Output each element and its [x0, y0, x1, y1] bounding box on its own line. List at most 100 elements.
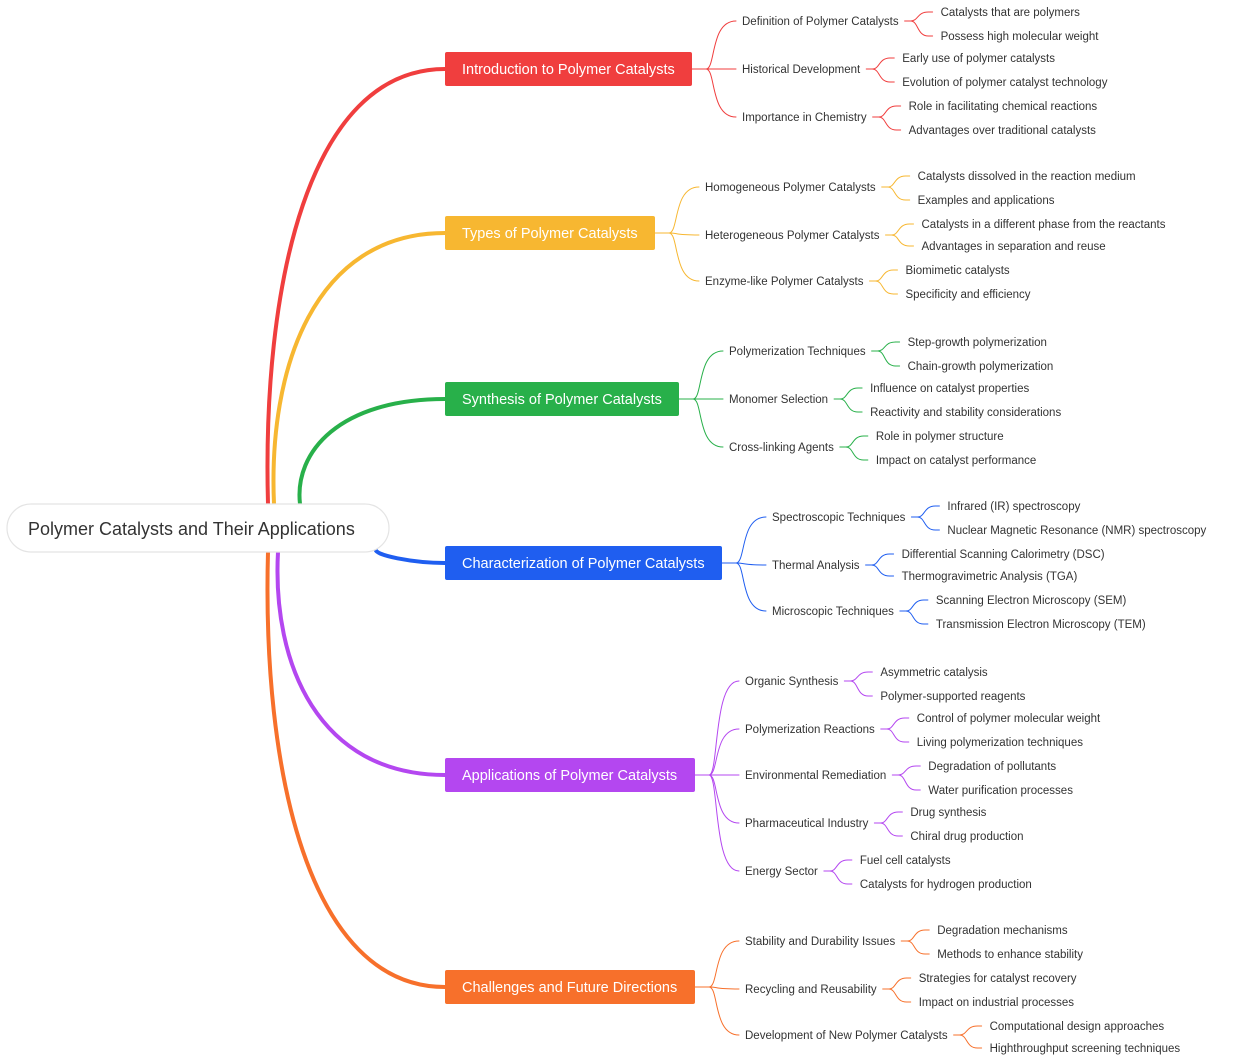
subtopic-polymerization-reactions[interactable]: Polymerization Reactions [745, 724, 875, 736]
branch-types-of-polymer-catalysts-box [445, 216, 655, 250]
connector-pharmaceutical-industry-leaf [879, 811, 899, 824]
leaf-transmission-electron-microscopy-tem[interactable]: Transmission Electron Microscopy (TEM) [936, 619, 1146, 631]
branch-types-of-polymer-catalysts[interactable]: Types of Polymer Catalysts [445, 216, 655, 250]
connector-introduction-to-polymer-catalysts-importance-in-chemistry [705, 68, 737, 118]
subtopic-spectroscopic-techniques[interactable]: Spectroscopic Techniques [772, 512, 906, 524]
leaf-specificity-and-efficiency[interactable]: Specificity and efficiency [905, 289, 1030, 301]
leaf-early-use-of-polymer-catalysts[interactable]: Early use of polymer catalysts [902, 53, 1055, 65]
leaf-asymmetric-catalysis[interactable]: Asymmetric catalysis [880, 667, 988, 679]
leaf-impact-on-industrial-processes[interactable]: Impact on industrial processes [919, 997, 1075, 1009]
leaf-step-growth-polymerization[interactable]: Step-growth polymerization [908, 337, 1047, 349]
connector-monomer-selection-leaf [839, 387, 859, 400]
leaf-evolution-of-polymer-catalyst-technology[interactable]: Evolution of polymer catalyst technology [902, 77, 1107, 89]
leaf-chiral-drug-production[interactable]: Chiral drug production [910, 831, 1023, 843]
subtopic-historical-development[interactable]: Historical Development [742, 64, 861, 76]
leaf-chain-growth-polymerization[interactable]: Chain-growth polymerization [908, 361, 1054, 373]
subtopic-definition-of-polymer-catalysts[interactable]: Definition of Polymer Catalysts [742, 16, 899, 28]
leaf-nuclear-magnetic-resonance-nmr-spectroscopy[interactable]: Nuclear Magnetic Resonance (NMR) spectro… [947, 525, 1206, 537]
leaf-advantages-over-traditional-catalysts[interactable]: Advantages over traditional catalysts [909, 125, 1097, 137]
leaf-catalysts-for-hydrogen-production[interactable]: Catalysts for hydrogen production [860, 879, 1032, 891]
subtopic-pharmaceutical-industry[interactable]: Pharmaceutical Industry [745, 818, 869, 830]
branch-challenges-and-future-directions-label: Challenges and Future Directions [462, 980, 677, 996]
connector-root-characterization-of-polymer-catalysts [373, 546, 447, 565]
leaf-catalysts-in-a-different-phase-from-the-reactants[interactable]: Catalysts in a different phase from the … [922, 219, 1166, 231]
connector-spectroscopic-techniques-leaf [916, 516, 936, 531]
branch-introduction-to-polymer-catalysts[interactable]: Introduction to Polymer Catalysts [445, 52, 692, 86]
branch-applications-of-polymer-catalysts[interactable]: Applications of Polymer Catalysts [445, 758, 695, 792]
connector-root-types-of-polymer-catalysts [271, 231, 447, 506]
leaf-impact-on-catalyst-performance[interactable]: Impact on catalyst performance [876, 455, 1036, 467]
connector-types-of-polymer-catalysts-heterogeneous-polymer-catalysts [668, 232, 700, 236]
leaf-biomimetic-catalysts[interactable]: Biomimetic catalysts [905, 265, 1009, 277]
leaf-scanning-electron-microscopy-sem[interactable]: Scanning Electron Microscopy (SEM) [936, 595, 1127, 607]
leaf-infrared-ir-spectroscopy[interactable]: Infrared (IR) spectroscopy [947, 501, 1080, 513]
subtopic-importance-in-chemistry[interactable]: Importance in Chemistry [742, 112, 867, 124]
leaf-strategies-for-catalyst-recovery[interactable]: Strategies for catalyst recovery [919, 973, 1077, 985]
subtopic-homogeneous-polymer-catalysts[interactable]: Homogeneous Polymer Catalysts [705, 182, 876, 194]
connector-challenges-and-future-directions-development-of-new-polymer-catalysts [708, 986, 740, 1036]
connector-microscopic-techniques-leaf [905, 599, 925, 612]
subtopic-organic-synthesis[interactable]: Organic Synthesis [745, 676, 839, 688]
leaf-differential-scanning-calorimetry-dsc[interactable]: Differential Scanning Calorimetry (DSC) [902, 549, 1105, 561]
leaf-living-polymerization-techniques[interactable]: Living polymerization techniques [917, 737, 1083, 749]
subtopic-thermal-analysis[interactable]: Thermal Analysis [772, 560, 860, 572]
connector-thermal-analysis-leaf [871, 553, 891, 566]
leaf-catalysts-that-are-polymers[interactable]: Catalysts that are polymers [941, 7, 1081, 19]
leaf-degradation-of-pollutants[interactable]: Degradation of pollutants [928, 761, 1056, 773]
branch-characterization-of-polymer-catalysts[interactable]: Characterization of Polymer Catalysts [445, 546, 722, 580]
leaf-influence-on-catalyst-properties[interactable]: Influence on catalyst properties [870, 383, 1029, 395]
leaf-catalysts-dissolved-in-the-reaction-medium[interactable]: Catalysts dissolved in the reaction medi… [918, 171, 1136, 183]
connector-root-synthesis-of-polymer-catalysts [297, 397, 447, 506]
branch-challenges-and-future-directions-box [445, 970, 695, 1004]
connector-development-of-new-polymer-catalysts-leaf [959, 1025, 979, 1036]
connector-pharmaceutical-industry-leaf [879, 822, 899, 837]
leaf-examples-and-applications[interactable]: Examples and applications [918, 195, 1055, 207]
connector-cross-linking-agents-leaf [845, 446, 865, 461]
leaf-role-in-facilitating-chemical-reactions[interactable]: Role in facilitating chemical reactions [909, 101, 1098, 113]
subtopic-microscopic-techniques[interactable]: Microscopic Techniques [772, 606, 894, 618]
leaf-computational-design-approaches[interactable]: Computational design approaches [990, 1021, 1165, 1033]
subtopic-enzyme-like-polymer-catalysts[interactable]: Enzyme-like Polymer Catalysts [705, 276, 864, 288]
branch-challenges-and-future-directions[interactable]: Challenges and Future Directions [445, 970, 695, 1004]
subtopic-energy-sector[interactable]: Energy Sector [745, 866, 818, 878]
leaf-drug-synthesis[interactable]: Drug synthesis [910, 807, 986, 819]
subtopic-recycling-and-reusability[interactable]: Recycling and Reusability [745, 984, 877, 996]
leaf-advantages-in-separation-and-reuse[interactable]: Advantages in separation and reuse [922, 241, 1106, 253]
subtopic-development-of-new-polymer-catalysts[interactable]: Development of New Polymer Catalysts [745, 1030, 948, 1042]
leaf-polymer-supported-reagents[interactable]: Polymer-supported reagents [880, 691, 1025, 703]
subtopic-heterogeneous-polymer-catalysts[interactable]: Heterogeneous Polymer Catalysts [705, 230, 880, 242]
connector-stability-and-durability-issues-leaf [906, 929, 926, 942]
connector-energy-sector-leaf [829, 859, 849, 872]
connector-applications-of-polymer-catalysts-energy-sector [708, 774, 740, 872]
leaf-role-in-polymer-structure[interactable]: Role in polymer structure [876, 431, 1004, 443]
subtopic-cross-linking-agents[interactable]: Cross-linking Agents [729, 442, 834, 454]
connector-polymerization-techniques-leaf [877, 350, 897, 367]
leaf-thermogravimetric-analysis-tga[interactable]: Thermogravimetric Analysis (TGA) [902, 571, 1078, 583]
connector-recycling-and-reusability-leaf [888, 977, 908, 990]
connector-cross-linking-agents-leaf [845, 435, 865, 448]
leaf-degradation-mechanisms[interactable]: Degradation mechanisms [937, 925, 1068, 937]
leaf-fuel-cell-catalysts[interactable]: Fuel cell catalysts [860, 855, 951, 867]
subtopic-environmental-remediation[interactable]: Environmental Remediation [745, 770, 886, 782]
connector-polymerization-techniques-leaf [877, 341, 897, 352]
branch-synthesis-of-polymer-catalysts-box [445, 382, 679, 416]
leaf-control-of-polymer-molecular-weight[interactable]: Control of polymer molecular weight [917, 713, 1101, 725]
subtopic-polymerization-techniques[interactable]: Polymerization Techniques [729, 346, 866, 358]
leaf-methods-to-enhance-stability[interactable]: Methods to enhance stability [937, 949, 1083, 961]
connector-thermal-analysis-leaf [871, 564, 891, 577]
branch-synthesis-of-polymer-catalysts[interactable]: Synthesis of Polymer Catalysts [445, 382, 679, 416]
leaf-possess-high-molecular-weight[interactable]: Possess high molecular weight [941, 31, 1100, 43]
connector-types-of-polymer-catalysts-homogeneous-polymer-catalysts [668, 186, 700, 234]
root-node[interactable]: Polymer Catalysts and Their Applications [6, 503, 390, 553]
connector-environmental-remediation-leaf [897, 774, 917, 791]
subtopic-stability-and-durability-issues[interactable]: Stability and Durability Issues [745, 936, 895, 948]
subtopic-monomer-selection[interactable]: Monomer Selection [729, 394, 828, 406]
connector-characterization-of-polymer-catalysts-thermal-analysis [735, 562, 767, 566]
connector-layer [265, 11, 983, 1049]
leaf-highthroughput-screening-techniques[interactable]: Highthroughput screening techniques [990, 1043, 1181, 1055]
leaf-water-purification-processes[interactable]: Water purification processes [928, 785, 1073, 797]
connector-enzyme-like-polymer-catalysts-leaf [874, 269, 894, 282]
leaf-reactivity-and-stability-considerations[interactable]: Reactivity and stability considerations [870, 407, 1061, 419]
branch-characterization-of-polymer-catalysts-box [445, 546, 722, 580]
